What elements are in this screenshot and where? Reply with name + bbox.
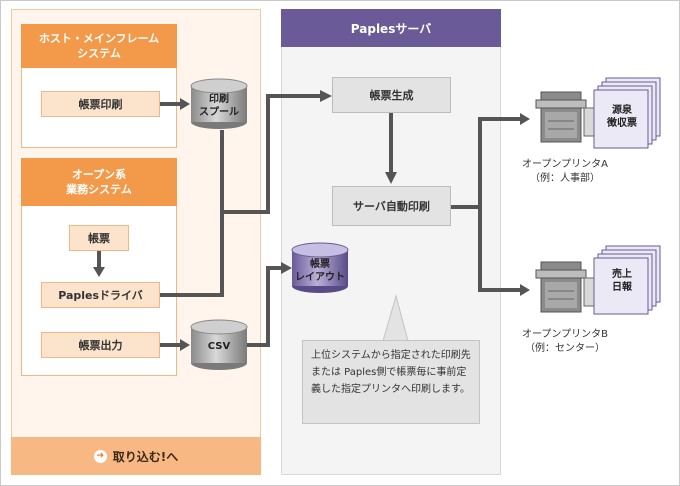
arrow-head <box>93 267 105 277</box>
csv-label: CSV <box>207 341 231 352</box>
document-stack-a <box>593 77 661 149</box>
print-spool-cylinder <box>190 78 248 129</box>
printer-a-example: （例：人事部） <box>530 173 600 184</box>
host-system-title: ホスト・メインフレーム システム <box>21 24 177 68</box>
printer-a-icon <box>535 91 597 143</box>
arrow-head <box>320 90 332 102</box>
arrow-head <box>180 339 190 351</box>
report-output-box: 帳票出力 <box>41 332 160 358</box>
printer-a-name: オープンプリンタA <box>522 159 608 170</box>
document-box: 帳票 <box>69 225 129 251</box>
arrow-right-icon: ➔ <box>93 449 107 463</box>
arrow-head <box>385 172 397 184</box>
arrow-head <box>180 98 190 110</box>
footer-link-bar[interactable]: ➔ 取り込む!へ <box>11 437 261 475</box>
printer-b-name: オープンプリンタB <box>522 329 608 340</box>
printer-a-document-label: 源泉 徴収票 <box>607 105 637 129</box>
footer-link-label[interactable]: 取り込む!へ <box>112 449 179 464</box>
printer-b-example: （例：センター） <box>525 343 605 354</box>
server-auto-print-box: サーバ自動印刷 <box>332 186 451 226</box>
layout-cylinder <box>291 242 349 293</box>
print-spool-label: 印刷 スプール <box>199 94 239 118</box>
paples-driver-box: Paplesドライバ <box>41 282 160 308</box>
server-note: 上位システムから指定された印刷先 または Paples側で帳票毎に事前定義した指… <box>302 340 480 424</box>
arrow-head <box>520 113 530 125</box>
server-panel-title: Paplesサーバ <box>281 9 501 47</box>
print-report-box: 帳票印刷 <box>41 91 160 117</box>
arrow-head <box>520 284 530 296</box>
layout-label: 帳票 レイアウト <box>295 259 345 283</box>
document-stack-b <box>593 245 661 315</box>
callout-pointer <box>382 294 409 342</box>
csv-cylinder <box>190 319 248 370</box>
open-system-title: オープン系 業務システム <box>21 158 177 206</box>
generate-report-box: 帳票生成 <box>332 77 451 113</box>
arrow-head <box>281 262 292 274</box>
printer-b-document-label: 売上 日報 <box>612 269 632 293</box>
printer-b-icon <box>535 261 597 313</box>
